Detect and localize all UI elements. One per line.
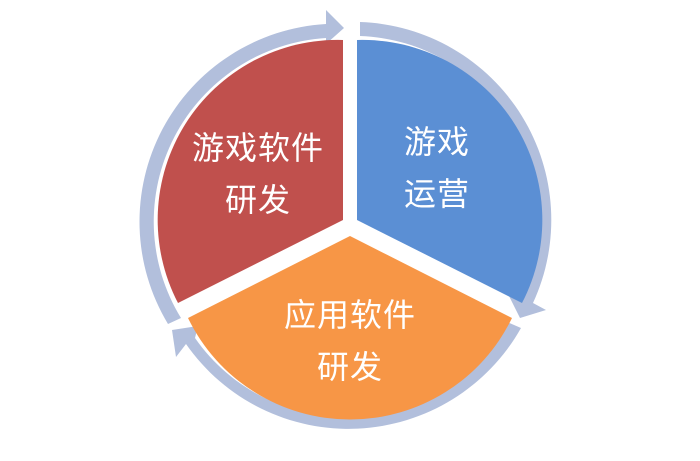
segment-label-game-rd-line1: 游戏软件 — [191, 129, 324, 167]
segment-label-game-ops-line1: 游戏 — [403, 123, 470, 161]
segment-app-rd — [188, 236, 512, 420]
segment-label-game-rd-line2: 研发 — [224, 181, 291, 219]
segment-label-game-ops-line2: 运营 — [403, 175, 470, 213]
segment-game-ops — [357, 39, 543, 304]
cycle-arrow-top-right — [360, 22, 552, 318]
segment-label-app-rd: 应用软件 研发 — [265, 289, 435, 393]
segment-label-app-rd-line1: 应用软件 — [283, 296, 416, 334]
segment-label-app-rd-line2: 研发 — [316, 348, 383, 386]
cycle-arrow-left — [139, 10, 344, 324]
cycle-arrow-bottom — [172, 322, 521, 429]
cycle-arrows — [139, 10, 552, 429]
segment-game-rd — [157, 39, 343, 303]
segment-label-game-ops: 游戏 运营 — [352, 116, 522, 220]
segment-label-game-rd: 游戏软件 研发 — [173, 122, 343, 226]
